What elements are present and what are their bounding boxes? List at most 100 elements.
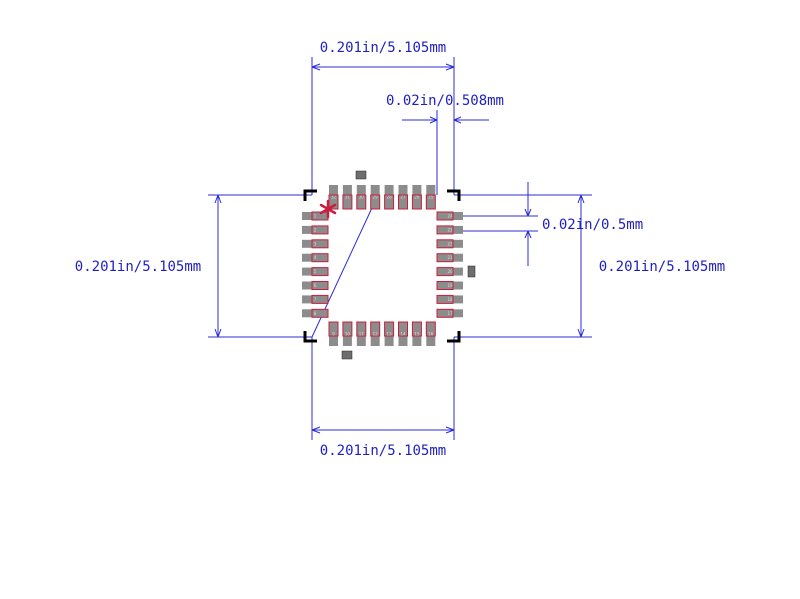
pad-right-24 [437, 212, 463, 220]
pad-right-21-outline [436, 253, 454, 263]
pad-bottom-11-label: 11 [359, 332, 365, 337]
pad-top-30-label: 30 [359, 195, 365, 200]
pad-width-arrow-right [453, 116, 462, 124]
pad-left-6-outline [311, 281, 329, 290]
pad-right-19 [437, 281, 463, 290]
pad-left-5-label: 5 [314, 269, 317, 274]
pad-right-18 [437, 295, 463, 304]
pad-top-31-label: 31 [345, 195, 351, 200]
corner-mark-bottom-right [447, 331, 461, 343]
dimension-lines [208, 57, 592, 440]
pitch-arrow-top [524, 208, 532, 217]
corner-mark-top-left [303, 189, 317, 201]
pad-top-25 [426, 185, 436, 209]
pad-left-1-label: 1 [314, 214, 317, 219]
pad-bottom-16 [426, 322, 436, 346]
pad-bottom-15-label: 15 [414, 332, 420, 337]
top-width-arrow-left [311, 63, 321, 71]
pad-bottom-10-label: 10 [345, 332, 351, 337]
pad-right-17-label: 17 [447, 311, 453, 316]
pad-bottom-12-label: 12 [373, 332, 379, 337]
pad-top-30 [356, 185, 366, 209]
pad-right-22-label: 22 [447, 241, 453, 246]
pad-left-3-outline [311, 239, 329, 249]
pad-top-28 [384, 185, 394, 209]
right-height-label: 0.201in/5.105mm [599, 259, 725, 275]
left-height-label: 0.201in/5.105mm [75, 259, 201, 275]
pad-left-5 [302, 267, 328, 276]
pad-left-2-label: 2 [314, 227, 317, 232]
left-height-arrow-top [214, 194, 222, 204]
pad-left-7-label: 7 [314, 297, 317, 302]
pad-left-4 [302, 253, 328, 262]
pad-left-8-outline [311, 308, 329, 318]
pad-top-27-outline [398, 194, 408, 210]
component-marker-top [355, 170, 367, 180]
pad-bottom-14-label: 14 [400, 332, 406, 337]
pad-top-30-outline [356, 194, 367, 210]
pad-left-6 [302, 281, 328, 290]
pad-left-1 [302, 212, 328, 220]
top-width-label: 0.201in/5.105mm [320, 40, 446, 56]
pad-right-22 [437, 239, 463, 248]
pad-bottom-10-outline [342, 321, 353, 337]
pad-top-28-outline [384, 194, 395, 210]
pitch-arrow-bottom [524, 230, 532, 239]
pad-top-28-label: 28 [387, 195, 393, 200]
pad-bottom-9-outline [328, 321, 339, 337]
pad-right-17-outline [436, 308, 454, 318]
pad-bottom-13-outline [384, 321, 395, 337]
right-height-arrow-top [577, 194, 585, 204]
pad-right-18-outline [436, 294, 454, 304]
pin1-asterisk-icon [319, 199, 337, 219]
pad-left-3-label: 3 [314, 241, 317, 246]
pad-right-20-label: 20 [447, 269, 453, 274]
pad-top-27-label: 27 [400, 195, 406, 200]
pad-right-21 [437, 253, 463, 262]
pad-left-7-outline [311, 294, 329, 304]
left-height-arrow-bottom [214, 328, 222, 338]
right-height-arrow-bottom [577, 328, 585, 338]
pad-top-31 [342, 185, 352, 209]
bottom-width-arrow-left [311, 426, 321, 434]
pad-top-25-outline [425, 194, 436, 210]
pad-top-32 [329, 185, 338, 209]
pad-bottom-16-outline [425, 321, 436, 337]
pad-width-label: 0.02in/0.508mm [386, 93, 504, 109]
pad-right-19-label: 19 [447, 283, 453, 288]
pad-bottom-16-label: 16 [428, 332, 434, 337]
pad-right-22-outline [436, 239, 454, 249]
pad-right-21-label: 21 [447, 255, 453, 260]
pad-right-20-outline [436, 267, 454, 277]
pad-left-3 [302, 239, 328, 248]
pad-left-5-outline [311, 267, 329, 277]
pad-bottom-14-outline [398, 321, 408, 337]
pad-top-32-label: 32 [331, 195, 337, 200]
pad-top-29-label: 29 [373, 195, 379, 200]
pad-bottom-9-label: 9 [332, 332, 335, 337]
corner-mark-top-right [447, 189, 461, 201]
component-marker-bottom [341, 350, 353, 360]
pad-top-25-label: 25 [428, 195, 434, 200]
pad-bottom-14 [398, 322, 408, 346]
pad-bottom-13 [384, 322, 394, 346]
pad-right-23 [437, 225, 463, 234]
pad-top-31-outline [342, 194, 353, 210]
pad-bottom-12-outline [370, 321, 381, 337]
pad-left-4-outline [311, 253, 329, 263]
silkscreen-corners [303, 189, 461, 343]
pad-left-6-label: 6 [314, 283, 317, 288]
pad-right-23-label: 23 [447, 227, 453, 232]
pad-width-arrow-left [429, 116, 438, 124]
pad-top-26-label: 26 [414, 195, 420, 200]
pad-top-26 [412, 185, 422, 209]
pad-bottom-15-outline [411, 321, 422, 337]
pad-left-8 [302, 309, 328, 318]
pad-right-24-outline [436, 211, 454, 221]
pad-bottom-9 [329, 322, 338, 346]
pad-right-23-outline [436, 225, 454, 235]
pad-left-7 [302, 295, 328, 304]
component-marker-right [467, 265, 476, 278]
